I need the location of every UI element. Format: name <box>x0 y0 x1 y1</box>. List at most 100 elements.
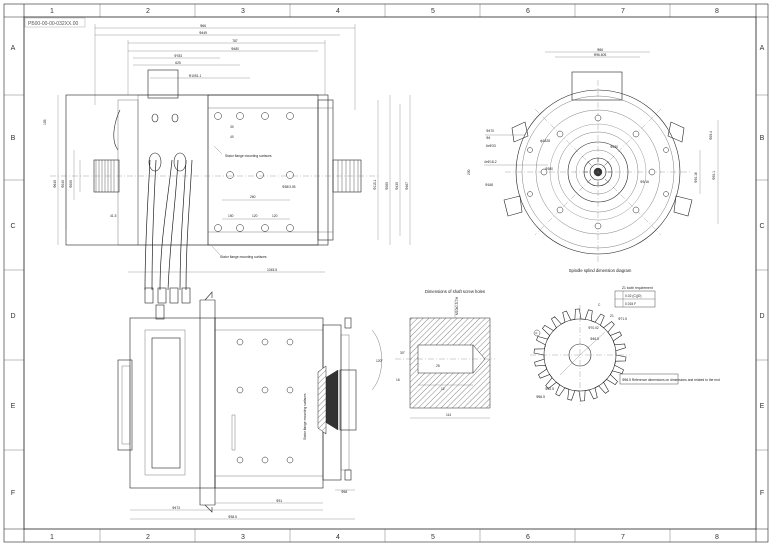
dim-side-1: Ф640 <box>53 180 57 188</box>
dim-side-0: 155 <box>43 119 47 125</box>
tolerance-note: Z1 tooth requirement <box>622 286 653 290</box>
dim-top-6: Ф1051.1 <box>189 74 202 78</box>
col-label-4-top: 4 <box>336 8 340 15</box>
bottom-dim-1: Ф473 <box>172 506 180 510</box>
drawing-number: РБ00-00-00-032ХХ.00 <box>28 21 78 27</box>
row-label-b-right: B <box>760 135 765 142</box>
shaft-dim-5: 12 <box>441 387 445 391</box>
col-label-7-top: 7 <box>621 8 625 15</box>
end-dim-10: Ф3/16 <box>640 180 649 184</box>
gear-label-c: C <box>598 303 601 307</box>
end-view-caption: Spindle splind dimension diagram <box>569 268 632 273</box>
end-dim-1: Ф96.605 <box>594 53 607 57</box>
end-dim-5: 4xФ18-2 <box>484 160 497 164</box>
col-label-1-bottom: 1 <box>50 534 54 541</box>
motor-end-view: Ф86 Ф96.605 <box>467 48 719 273</box>
dim-right-3: Ф467 <box>405 182 409 190</box>
shaft-dim-0: M10x1.5-7H <box>455 296 459 315</box>
dim-top-5: 625 <box>175 61 181 65</box>
tolerance-row-1: 0.015 F <box>625 302 636 306</box>
dim-inner-8: 1045.5 <box>267 268 277 272</box>
shaft-dim-4: 16 <box>396 378 400 382</box>
col-label-2-top: 2 <box>146 8 150 15</box>
dim-side-3: Ф200 <box>69 180 73 188</box>
gear-label-f: F <box>536 332 538 336</box>
col-label-8-bottom: 8 <box>715 534 719 541</box>
dim-inner-7: Ф38/3.05 <box>282 185 296 189</box>
bottom-dim-2: Ф31 <box>276 499 282 503</box>
tolerance-row-0: 0.02 (C)(D) <box>625 294 642 298</box>
dim-side-2: Ф240 <box>61 180 65 188</box>
row-label-a-right: A <box>760 45 765 52</box>
end-dim-11: 200 <box>467 169 471 175</box>
dim-inner-2: 41.5 <box>110 214 117 218</box>
shaft-dim-1: 120° <box>376 359 384 363</box>
end-dim-8: Ф230 <box>610 145 618 149</box>
row-label-e-left: E <box>11 403 16 410</box>
gear-dim-1: Ф71.5 <box>618 317 627 321</box>
sheet-frame: 1 2 3 4 5 6 7 8 1 2 3 4 5 6 7 8 A B C D … <box>3 3 769 543</box>
dim-top-2: 787 <box>232 39 238 43</box>
dim-top-1: Ф449 <box>199 31 207 35</box>
end-dim-6: Ф168 <box>485 183 493 187</box>
col-label-3-bottom: 3 <box>241 534 245 541</box>
end-dim-4: 6xФ33 <box>486 144 496 148</box>
dim-inner-4: 150 <box>228 214 234 218</box>
motor-side-elevation: Ф66 Ф449 787 Ф480 Ф783 625 Ф1051.1 <box>43 24 411 304</box>
bottom-dim-3: Ф38.5 <box>228 515 237 519</box>
end-dim-9: Ф380 <box>545 167 553 171</box>
shaft-dim-2: 25 <box>436 364 440 368</box>
bottom-dim-0: Ф58 <box>341 490 347 494</box>
dim-top-4: Ф783 <box>174 54 182 58</box>
col-label-6-top: 6 <box>526 8 530 15</box>
shaft-dim-3: 30° <box>400 351 406 355</box>
motor-bottom-elevation: Ф58 Ф473 Ф31 Ф38.5 Stator flange mountin… <box>117 291 357 520</box>
end-dim-0: Ф86 <box>597 48 603 52</box>
row-label-d-right: D <box>759 313 764 320</box>
col-label-1-top: 1 <box>50 8 54 15</box>
dim-top-0: Ф66 <box>200 24 206 28</box>
reference-note: Ф56.5 Reference dimensions on dimensions… <box>622 378 720 382</box>
shaft-screw-hole-section: Dimensions of shaft screw holes M10x1.5-… <box>371 289 495 419</box>
col-label-3-top: 3 <box>241 8 245 15</box>
dim-inner-1: 40 <box>230 135 234 139</box>
dim-right-2: Ф430 <box>395 182 399 190</box>
col-label-4-bottom: 4 <box>336 534 340 541</box>
row-separators <box>4 94 768 451</box>
row-label-b-left: B <box>11 135 16 142</box>
gear-dim-3: Ф46.5 <box>590 337 599 341</box>
end-dim-14: Ф30.1 <box>712 171 716 180</box>
column-separators <box>99 4 671 542</box>
dim-right-1: Ф260 <box>385 182 389 190</box>
gear-dim-4: Ф52.5 <box>545 387 554 391</box>
shaft-dim-6: 114 <box>446 413 451 417</box>
end-dim-12: Ф29.4 <box>709 131 713 140</box>
dim-inner-6: 120 <box>272 214 278 218</box>
shaft-section-title: Dimensions of shaft screw holes <box>425 289 485 294</box>
spur-gear-detail: Z1 Ф71.5 Ф70.02 Ф46.5 Ф52.5 Ф56.5 F C Z1… <box>530 286 720 405</box>
dim-inner-3: 260 <box>250 195 256 199</box>
row-label-c-left: C <box>10 223 15 230</box>
drawing-number-box <box>24 17 86 28</box>
col-label-8-top: 8 <box>715 8 719 15</box>
gear-dim-0: Z1 <box>610 314 614 318</box>
bottom-note: Stator flange mounting surfaces <box>303 393 307 440</box>
col-label-6-bottom: 6 <box>526 534 530 541</box>
col-label-7-bottom: 7 <box>621 534 625 541</box>
dim-inner-0: 30 <box>230 125 234 129</box>
dim-inner-5: 120 <box>252 214 258 218</box>
dim-right-0: Ф115.1 <box>373 179 377 190</box>
end-dim-2: Ф470 <box>486 129 494 133</box>
dim-top-3: Ф480 <box>231 47 239 51</box>
note-stator-flange-top: Stator flange mounting surfaces <box>225 154 272 158</box>
row-label-a-left: A <box>11 45 16 52</box>
row-label-f-right: F <box>760 490 764 497</box>
gear-dim-5: Ф56.5 <box>536 395 545 399</box>
row-label-c-right: C <box>759 223 764 230</box>
row-label-f-left: F <box>11 490 15 497</box>
end-dim-7: ф1828 <box>540 139 550 143</box>
col-label-2-bottom: 2 <box>146 534 150 541</box>
end-dim-3: Ф4 <box>486 136 491 140</box>
end-dim-13: Ф30.16 <box>694 172 698 183</box>
